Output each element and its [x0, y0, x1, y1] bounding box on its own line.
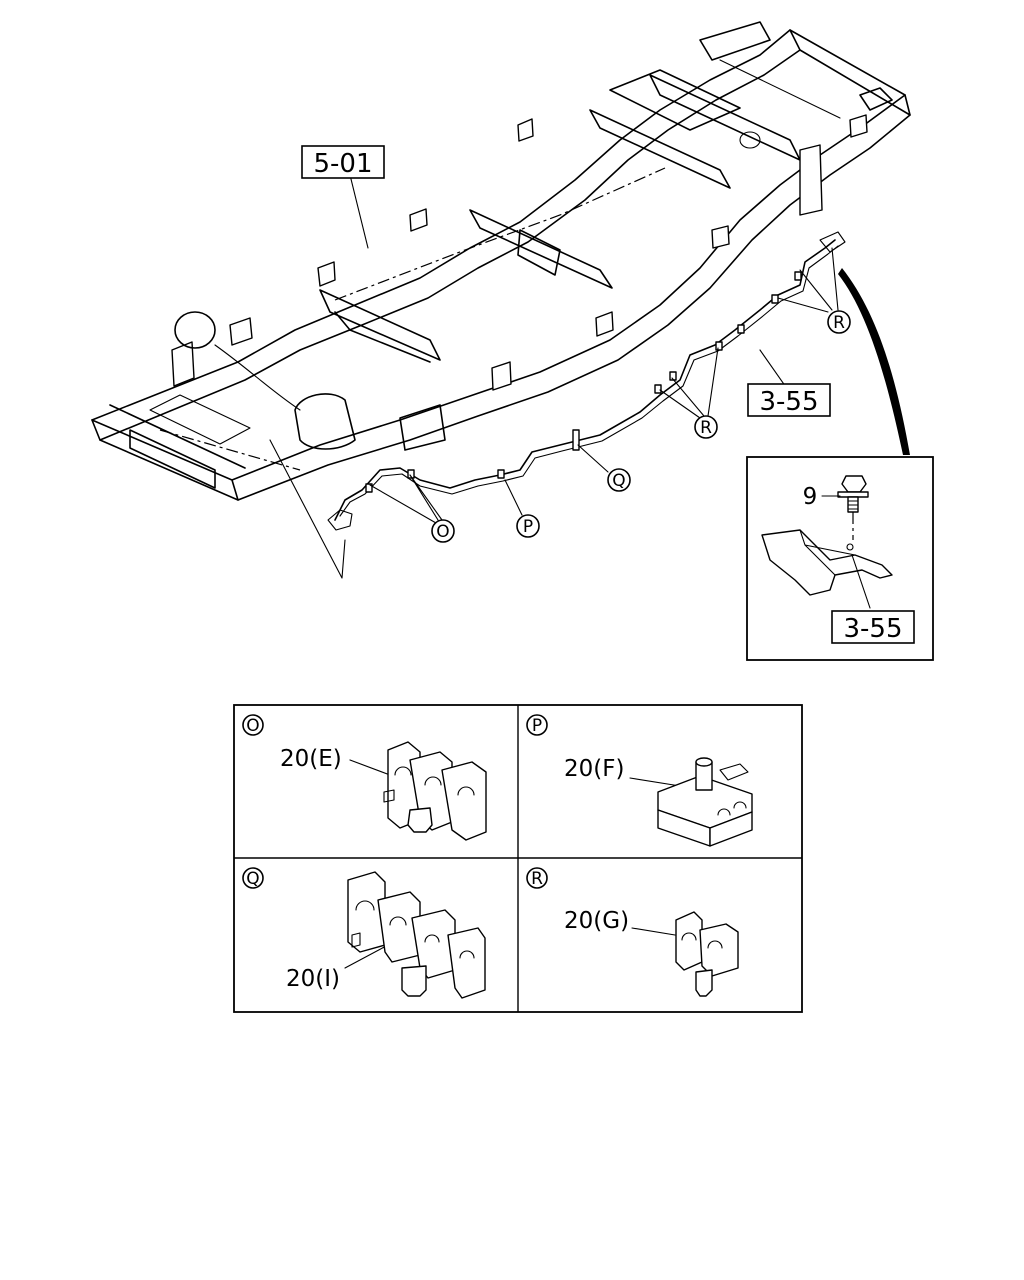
- clip-20I-illustration: [347, 871, 486, 999]
- detail-cell-Q: Q 20(I): [242, 867, 486, 999]
- leader-lines: [269, 174, 839, 579]
- frame-ref-callout: 5-01: [301, 145, 385, 179]
- detail-letter: O: [246, 716, 259, 736]
- routing-line: [159, 429, 301, 471]
- svg-text:R: R: [833, 313, 845, 333]
- callout-O: O: [431, 519, 455, 543]
- detail-letter: Q: [246, 869, 259, 889]
- chassis-frame-drawing: [91, 21, 911, 501]
- callout-R-middle: R: [694, 415, 718, 439]
- clip-20E-illustration: [383, 741, 487, 841]
- callout-P: P: [516, 514, 540, 538]
- harness-ref-callout: 3-55: [747, 383, 831, 417]
- svg-text:P: P: [523, 517, 533, 537]
- part-label: 20(E): [280, 746, 342, 772]
- part-label: 20(I): [286, 966, 340, 992]
- bracket-inset: 9 3-55: [746, 456, 934, 661]
- svg-text:Q: Q: [612, 471, 625, 491]
- clip-20F-illustration: [657, 757, 753, 847]
- bolt-label: 9: [803, 484, 818, 510]
- callout-R-front: R: [827, 310, 851, 334]
- routing-line: [334, 167, 666, 301]
- frame-ref-label: 5-01: [313, 149, 372, 179]
- svg-text:O: O: [436, 522, 449, 542]
- callout-Q: Q: [607, 468, 631, 492]
- detail-cell-P: P 20(F): [526, 714, 753, 847]
- part-label: 20(G): [564, 908, 629, 934]
- clip-detail-table: O 20(E) P 20(F): [233, 704, 803, 1013]
- svg-text:R: R: [700, 418, 712, 438]
- bracket-ref-label: 3-55: [843, 614, 902, 644]
- detail-cell-O: O 20(E): [242, 714, 487, 841]
- part-label: 20(F): [564, 756, 624, 782]
- detail-cell-R: R 20(G): [526, 867, 739, 997]
- clip-20G-illustration: [675, 911, 739, 997]
- detail-letter: R: [531, 869, 543, 889]
- inset-pointer-arrow: [838, 268, 910, 455]
- detail-letter: P: [532, 716, 542, 736]
- brake-harness-drawing: [327, 231, 910, 531]
- harness-ref-label: 3-55: [759, 387, 818, 417]
